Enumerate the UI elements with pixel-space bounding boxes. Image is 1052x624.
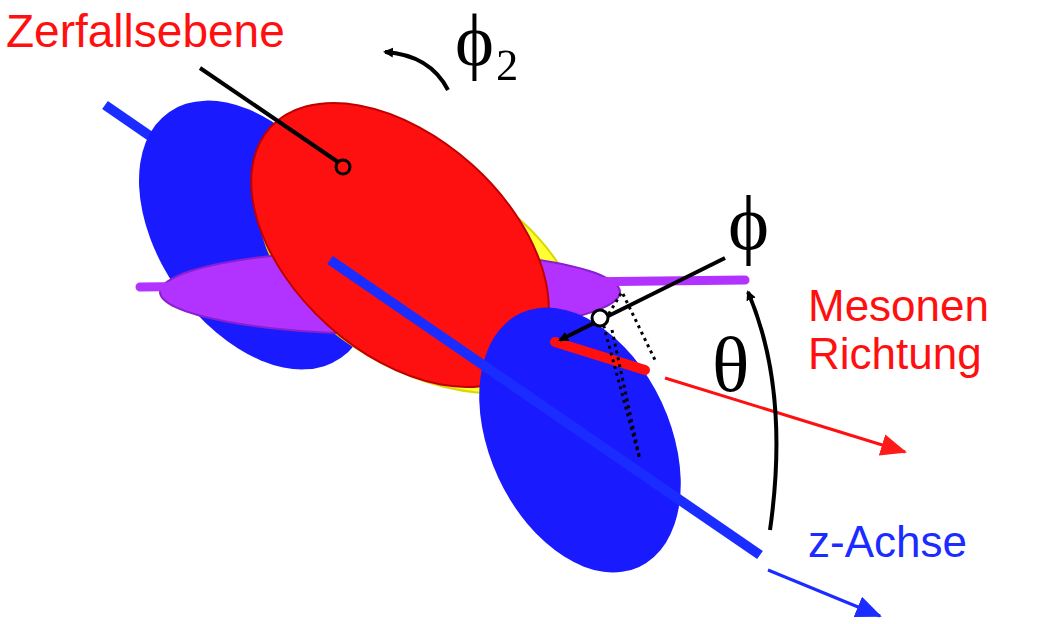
phi-pointer — [560, 258, 725, 340]
direction-label: Mesonen Richtung — [808, 282, 1038, 379]
phi2-arc — [385, 52, 448, 90]
meson-rod — [555, 342, 645, 370]
plane-label: Zerfallsebene — [6, 6, 346, 57]
angle-label: θ — [712, 322, 782, 408]
axis-label: z-Achse — [808, 518, 1038, 566]
angle-label: ϕ₂ — [455, 0, 575, 81]
meson-arrow — [665, 378, 905, 452]
z-axis-rod — [330, 260, 760, 555]
phi-dot — [592, 310, 608, 326]
angle-label: ϕ — [728, 180, 808, 266]
theta-arc — [748, 292, 776, 530]
leader-dot — [336, 160, 350, 174]
blue-disc — [439, 275, 720, 605]
z-axis-arrow — [768, 570, 880, 616]
leader-line — [200, 68, 338, 162]
